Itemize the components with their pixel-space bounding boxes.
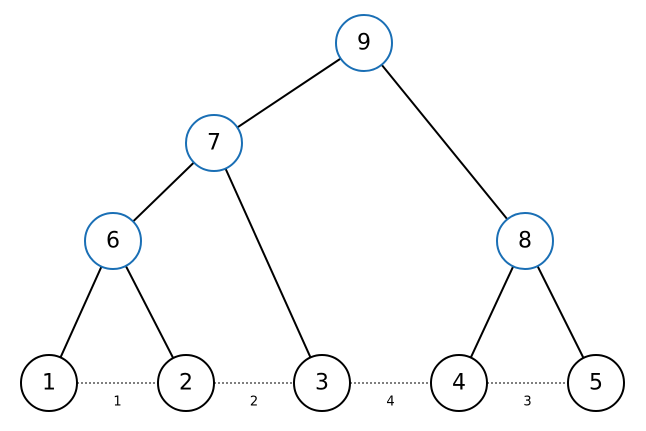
tree-edges	[48, 42, 597, 384]
node-label: 9	[357, 31, 371, 56]
internal-node-7: 7	[185, 114, 243, 172]
node-label: 7	[207, 131, 221, 156]
node-label: 8	[518, 229, 532, 254]
leaf-node-3: 3	[293, 354, 351, 412]
node-circle	[335, 14, 393, 72]
node-label: 1	[42, 371, 56, 396]
node-label: 3	[315, 371, 329, 396]
node-label: 4	[452, 371, 466, 396]
leaf-node-5: 5	[567, 354, 625, 412]
internal-node-6: 6	[84, 212, 142, 270]
node-circle	[293, 354, 351, 412]
edge-9-7	[213, 42, 365, 144]
node-label: 2	[179, 371, 193, 396]
node-label: 5	[589, 371, 603, 396]
node-circle	[430, 354, 488, 412]
internal-node-9: 9	[335, 14, 393, 72]
node-circle	[20, 354, 78, 412]
node-circle	[496, 212, 554, 270]
leaf-node-1: 1	[20, 354, 78, 412]
internal-node-8: 8	[496, 212, 554, 270]
leaf-node-4: 4	[430, 354, 488, 412]
leaf-node-2: 2	[157, 354, 215, 412]
node-label: 6	[106, 229, 120, 254]
edge-9-8	[363, 42, 526, 242]
leaf-link-weight: 3	[523, 395, 531, 410]
node-circle	[84, 212, 142, 270]
tree-nodes: 9 7 8 6 1 2 3 4 5	[20, 14, 625, 412]
node-circle	[157, 354, 215, 412]
node-circle	[185, 114, 243, 172]
leaf-link-weight: 4	[386, 395, 394, 410]
node-circle	[567, 354, 625, 412]
leaf-link-weight: 2	[250, 395, 258, 410]
leaf-link-weight: 1	[113, 395, 121, 410]
edge-7-3	[213, 142, 323, 384]
leaf-links: 1 2 4 3	[77, 382, 568, 410]
